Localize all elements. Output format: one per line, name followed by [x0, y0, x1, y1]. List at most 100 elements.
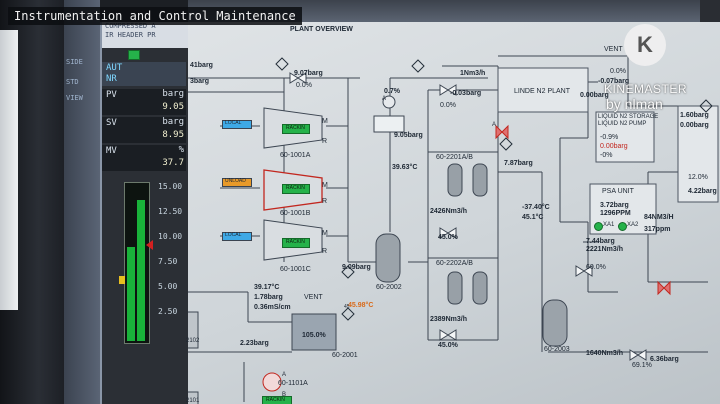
- psa-valve-open: 60.0%: [586, 264, 606, 271]
- receiver-pressure: 9.09barg: [342, 264, 371, 271]
- mv-row[interactable]: MV % 37.7: [102, 145, 186, 171]
- psa-purity: 1296PPM: [600, 210, 631, 217]
- pv-unit: barg: [162, 89, 184, 99]
- header-pressure-1: 41barg: [190, 62, 213, 69]
- mode-auto-label: AUT: [106, 63, 123, 73]
- psa-outlet-flow: 2221Nm3/h: [586, 246, 623, 253]
- video-title-overlay: Instrumentation and Control Maintenance: [8, 7, 302, 25]
- lin-pump-label: LIQUID N2 PUMP: [598, 121, 647, 127]
- lin-pump-speed: -0%: [600, 152, 613, 159]
- comp1-mode-tag[interactable]: LOCAL: [222, 120, 252, 129]
- comp3-mode-text: LOCAL: [225, 232, 242, 238]
- dryer-a-tag: 60-2201A/B: [436, 154, 473, 161]
- comp2-r-label: R: [322, 198, 328, 205]
- dryer-b-tag: 60-2202A/B: [436, 260, 473, 267]
- receiver-tag: 60-2002: [376, 284, 402, 291]
- pv-bar-fill: [127, 247, 135, 341]
- mode-box[interactable]: AUT NR: [102, 62, 186, 86]
- pv-label: PV: [106, 90, 117, 100]
- faceplate-title: COMPRESSED A IR HEADER PR: [102, 22, 188, 48]
- sv-row[interactable]: SV barg 8.95: [102, 117, 186, 143]
- bargraph-tick-label: 7.50: [158, 257, 178, 266]
- side-label-2: STD: [66, 78, 79, 86]
- sv-pointer-icon: [119, 276, 125, 284]
- window-titlebar: [188, 0, 720, 22]
- pv-bargraph: [124, 182, 150, 344]
- dryer-a-valve-open: 45.0%: [438, 234, 458, 241]
- faceplate-title-line1: COMPRESSED A: [105, 22, 156, 30]
- tank-tag: 60-2001: [332, 352, 358, 359]
- comp2-tag: 60-1001B: [280, 210, 311, 217]
- comp1-status-badge[interactable]: RACKIN: [282, 124, 310, 134]
- n2-header-purity: 317ppm: [644, 226, 671, 233]
- filter-tag-1: 2102: [186, 338, 200, 344]
- dryer-outlet-dewpoint: -37.40°C: [522, 204, 550, 211]
- comp3-status-badge[interactable]: RACKIN: [282, 238, 310, 248]
- side-nav-strip: SIDE STD VIEW: [64, 0, 100, 404]
- status-green-indicator: [128, 50, 140, 60]
- pump-status-badge[interactable]: RACKIN: [262, 396, 292, 404]
- pv-value: 9.05: [162, 102, 184, 112]
- n2-vent-valve-open: 0.0%: [610, 68, 626, 75]
- comp2-mode-text: UNLOAD: [225, 178, 246, 184]
- dryer-valve-a-label: A: [382, 96, 387, 102]
- top-valve-pressure: 9.07barg: [294, 70, 323, 77]
- sv-label: SV: [106, 118, 117, 128]
- header-pressure-2: 3barg: [190, 78, 210, 85]
- lin-level: -0.9%: [600, 134, 619, 141]
- tank-vent-label: VENT: [304, 294, 323, 301]
- psa-xa1-lamp: [594, 222, 603, 231]
- cooling-temp: 39.17°C: [254, 284, 280, 291]
- bottom-flow: 1640Nm3/h: [586, 350, 623, 357]
- vessel-tag: 60-2003: [544, 346, 570, 353]
- comp3-mode-tag[interactable]: LOCAL: [222, 232, 252, 241]
- comp3-tag: 60-1001C: [280, 266, 311, 273]
- n2-header-pressure: 1.60barg: [680, 112, 709, 119]
- comp3-r-label: R: [322, 248, 328, 255]
- dryer-inlet-valve-open: 0.7%: [384, 88, 400, 95]
- top-flow: 1Nm3/h: [460, 70, 486, 77]
- comp1-tag: 60-1001A: [280, 152, 311, 159]
- side-label-3: VIEW: [66, 94, 83, 102]
- n2-valve-a-label: A: [492, 122, 497, 128]
- n2-plant-pressure-1: -0.07barg: [598, 78, 630, 85]
- schematic-title: PLANT OVERVIEW: [290, 26, 353, 33]
- bargraph-tick-label: 15.00: [158, 182, 183, 191]
- tank-temp-alarm: 45.98°C: [348, 302, 374, 309]
- tank-level: 105.0%: [302, 332, 326, 339]
- bargraph-tick-label: 10.00: [158, 232, 183, 241]
- watermark-brand: KINEMASTER: [604, 82, 688, 96]
- pump-status-text: RACKIN: [266, 397, 285, 403]
- n2-header-valve-open: 12.0%: [688, 174, 708, 181]
- cooling-conductivity: 0.36mS/cm: [254, 304, 291, 311]
- comp2-m-label: M: [322, 182, 328, 189]
- mv-value: 37.7: [162, 158, 184, 168]
- comp2-status-badge[interactable]: RACKIN: [282, 184, 310, 194]
- pump-a-label: A: [282, 372, 287, 378]
- comp3-status-text: RACKIN: [286, 239, 305, 245]
- pv-pointer-icon: [146, 240, 153, 250]
- comp3-m-label: M: [322, 230, 328, 237]
- top-flow-valve-open: 0.0%: [440, 102, 456, 109]
- bottom-valve-open: 69.1%: [632, 362, 652, 369]
- n2-header-flow: 84NM3/H: [644, 214, 674, 221]
- sv-unit: barg: [162, 117, 184, 127]
- cooling-pressure: 1.78barg: [254, 294, 283, 301]
- dryer-inlet-pressure: 9.05barg: [394, 132, 423, 139]
- dryer-outlet-pressure: 7.87barg: [504, 160, 533, 167]
- top-flow-pressure: -0.03barg: [450, 90, 482, 97]
- screen-corner: [700, 0, 720, 22]
- dryer-a-flow: 2426Nm3/h: [430, 208, 467, 215]
- top-valve-open: 0.0%: [296, 82, 312, 89]
- n2-plant-label: LINDE N2 PLANT: [514, 88, 571, 95]
- pump-pressure: 2.23barg: [240, 340, 269, 347]
- comp2-mode-tag[interactable]: UNLOAD: [222, 178, 252, 187]
- piping-lines: [188, 55, 719, 404]
- lin-pressure: 0.00barg: [600, 143, 628, 150]
- dryer-b-flow: 2389Nm3/h: [430, 316, 467, 323]
- pv-row: PV barg 9.05: [102, 89, 186, 115]
- mv-bar-fill: [137, 200, 145, 341]
- filter-tag-2: 2101: [186, 398, 200, 404]
- comp1-r-label: R: [322, 138, 328, 145]
- tank-alarm-number: 45: [344, 304, 350, 310]
